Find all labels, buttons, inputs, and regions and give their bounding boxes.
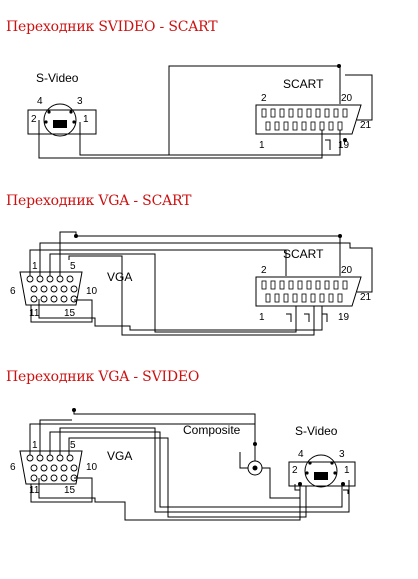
vga-pin-11: 11 xyxy=(29,308,40,319)
svideo-pin-1: 1 xyxy=(83,114,89,125)
svideo-pin-2: 2 xyxy=(31,114,37,125)
vga-pin-5: 5 xyxy=(70,261,76,272)
svideo-pin-3: 3 xyxy=(77,96,83,107)
wires-2 xyxy=(29,231,373,336)
svideo-pin-3: 3 xyxy=(339,449,345,460)
vga-pin-15: 15 xyxy=(64,308,76,319)
scart-connector-2: SCART 2 20 21 1 19 xyxy=(255,247,372,323)
vga-scart-diagram: VGA 1 5 6 10 11 15 SCART 2 20 21 1 19 xyxy=(10,231,373,336)
vga-connector-3: VGA 1 5 6 10 11 15 xyxy=(10,440,132,496)
svideo-pin-4: 4 xyxy=(298,449,304,460)
vga-pin-11: 11 xyxy=(29,485,40,496)
svideo-connector-1: S-Video 4 3 2 1 xyxy=(27,71,97,137)
vga-pin-10: 10 xyxy=(86,462,98,473)
composite-label: Composite xyxy=(183,423,241,437)
wires-3 xyxy=(29,408,350,521)
svideo-label: S-Video xyxy=(36,71,79,85)
scart-pin-19: 19 xyxy=(338,140,350,151)
scart-label: SCART xyxy=(283,247,324,261)
vga-svideo-diagram: VGA 1 5 6 10 11 15 Composite S-Video 4 3… xyxy=(10,408,356,521)
svideo-label: S-Video xyxy=(295,424,338,438)
vga-pin-6: 6 xyxy=(10,286,16,297)
vga-pin-15: 15 xyxy=(64,485,76,496)
svideo-connector-3: S-Video 4 3 2 1 xyxy=(288,424,356,488)
vga-label: VGA xyxy=(107,270,132,284)
vga-pin-5: 5 xyxy=(70,440,76,451)
composite-connector: Composite xyxy=(183,423,263,476)
vga-pin-6: 6 xyxy=(10,462,16,473)
wires-1 xyxy=(38,64,373,159)
svideo-scart-diagram: S-Video 4 3 2 1 SCART 2 20 21 1 19 xyxy=(27,64,373,159)
scart-pin-2: 2 xyxy=(261,265,267,276)
scart-pin-2: 2 xyxy=(261,93,267,104)
vga-connector-2: VGA 1 5 6 10 11 15 xyxy=(10,261,132,319)
section-title-vga-svideo: Переходник VGA - SVIDEO xyxy=(6,369,200,385)
scart-pin-19: 19 xyxy=(338,312,350,323)
scart-label: SCART xyxy=(283,77,324,91)
scart-pin-20: 20 xyxy=(341,265,353,276)
section-title-svideo-scart: Переходник SVIDEO - SCART xyxy=(6,19,218,35)
svideo-pin-4: 4 xyxy=(37,96,43,107)
vga-label: VGA xyxy=(107,449,132,463)
scart-pin-21: 21 xyxy=(360,292,372,303)
scart-pin-20: 20 xyxy=(341,93,353,104)
scart-pin-1: 1 xyxy=(259,140,265,151)
svideo-pin-1: 1 xyxy=(344,465,350,476)
vga-pin-1: 1 xyxy=(32,440,38,451)
scart-pin-1: 1 xyxy=(259,312,265,323)
section-title-vga-scart: Переходник VGA - SCART xyxy=(6,193,192,209)
svideo-pin-2: 2 xyxy=(292,465,298,476)
scart-connector-1: SCART 2 20 21 1 19 xyxy=(255,77,372,151)
vga-pin-10: 10 xyxy=(86,286,98,297)
scart-pin-21: 21 xyxy=(360,120,372,131)
vga-pin-1: 1 xyxy=(32,261,38,272)
